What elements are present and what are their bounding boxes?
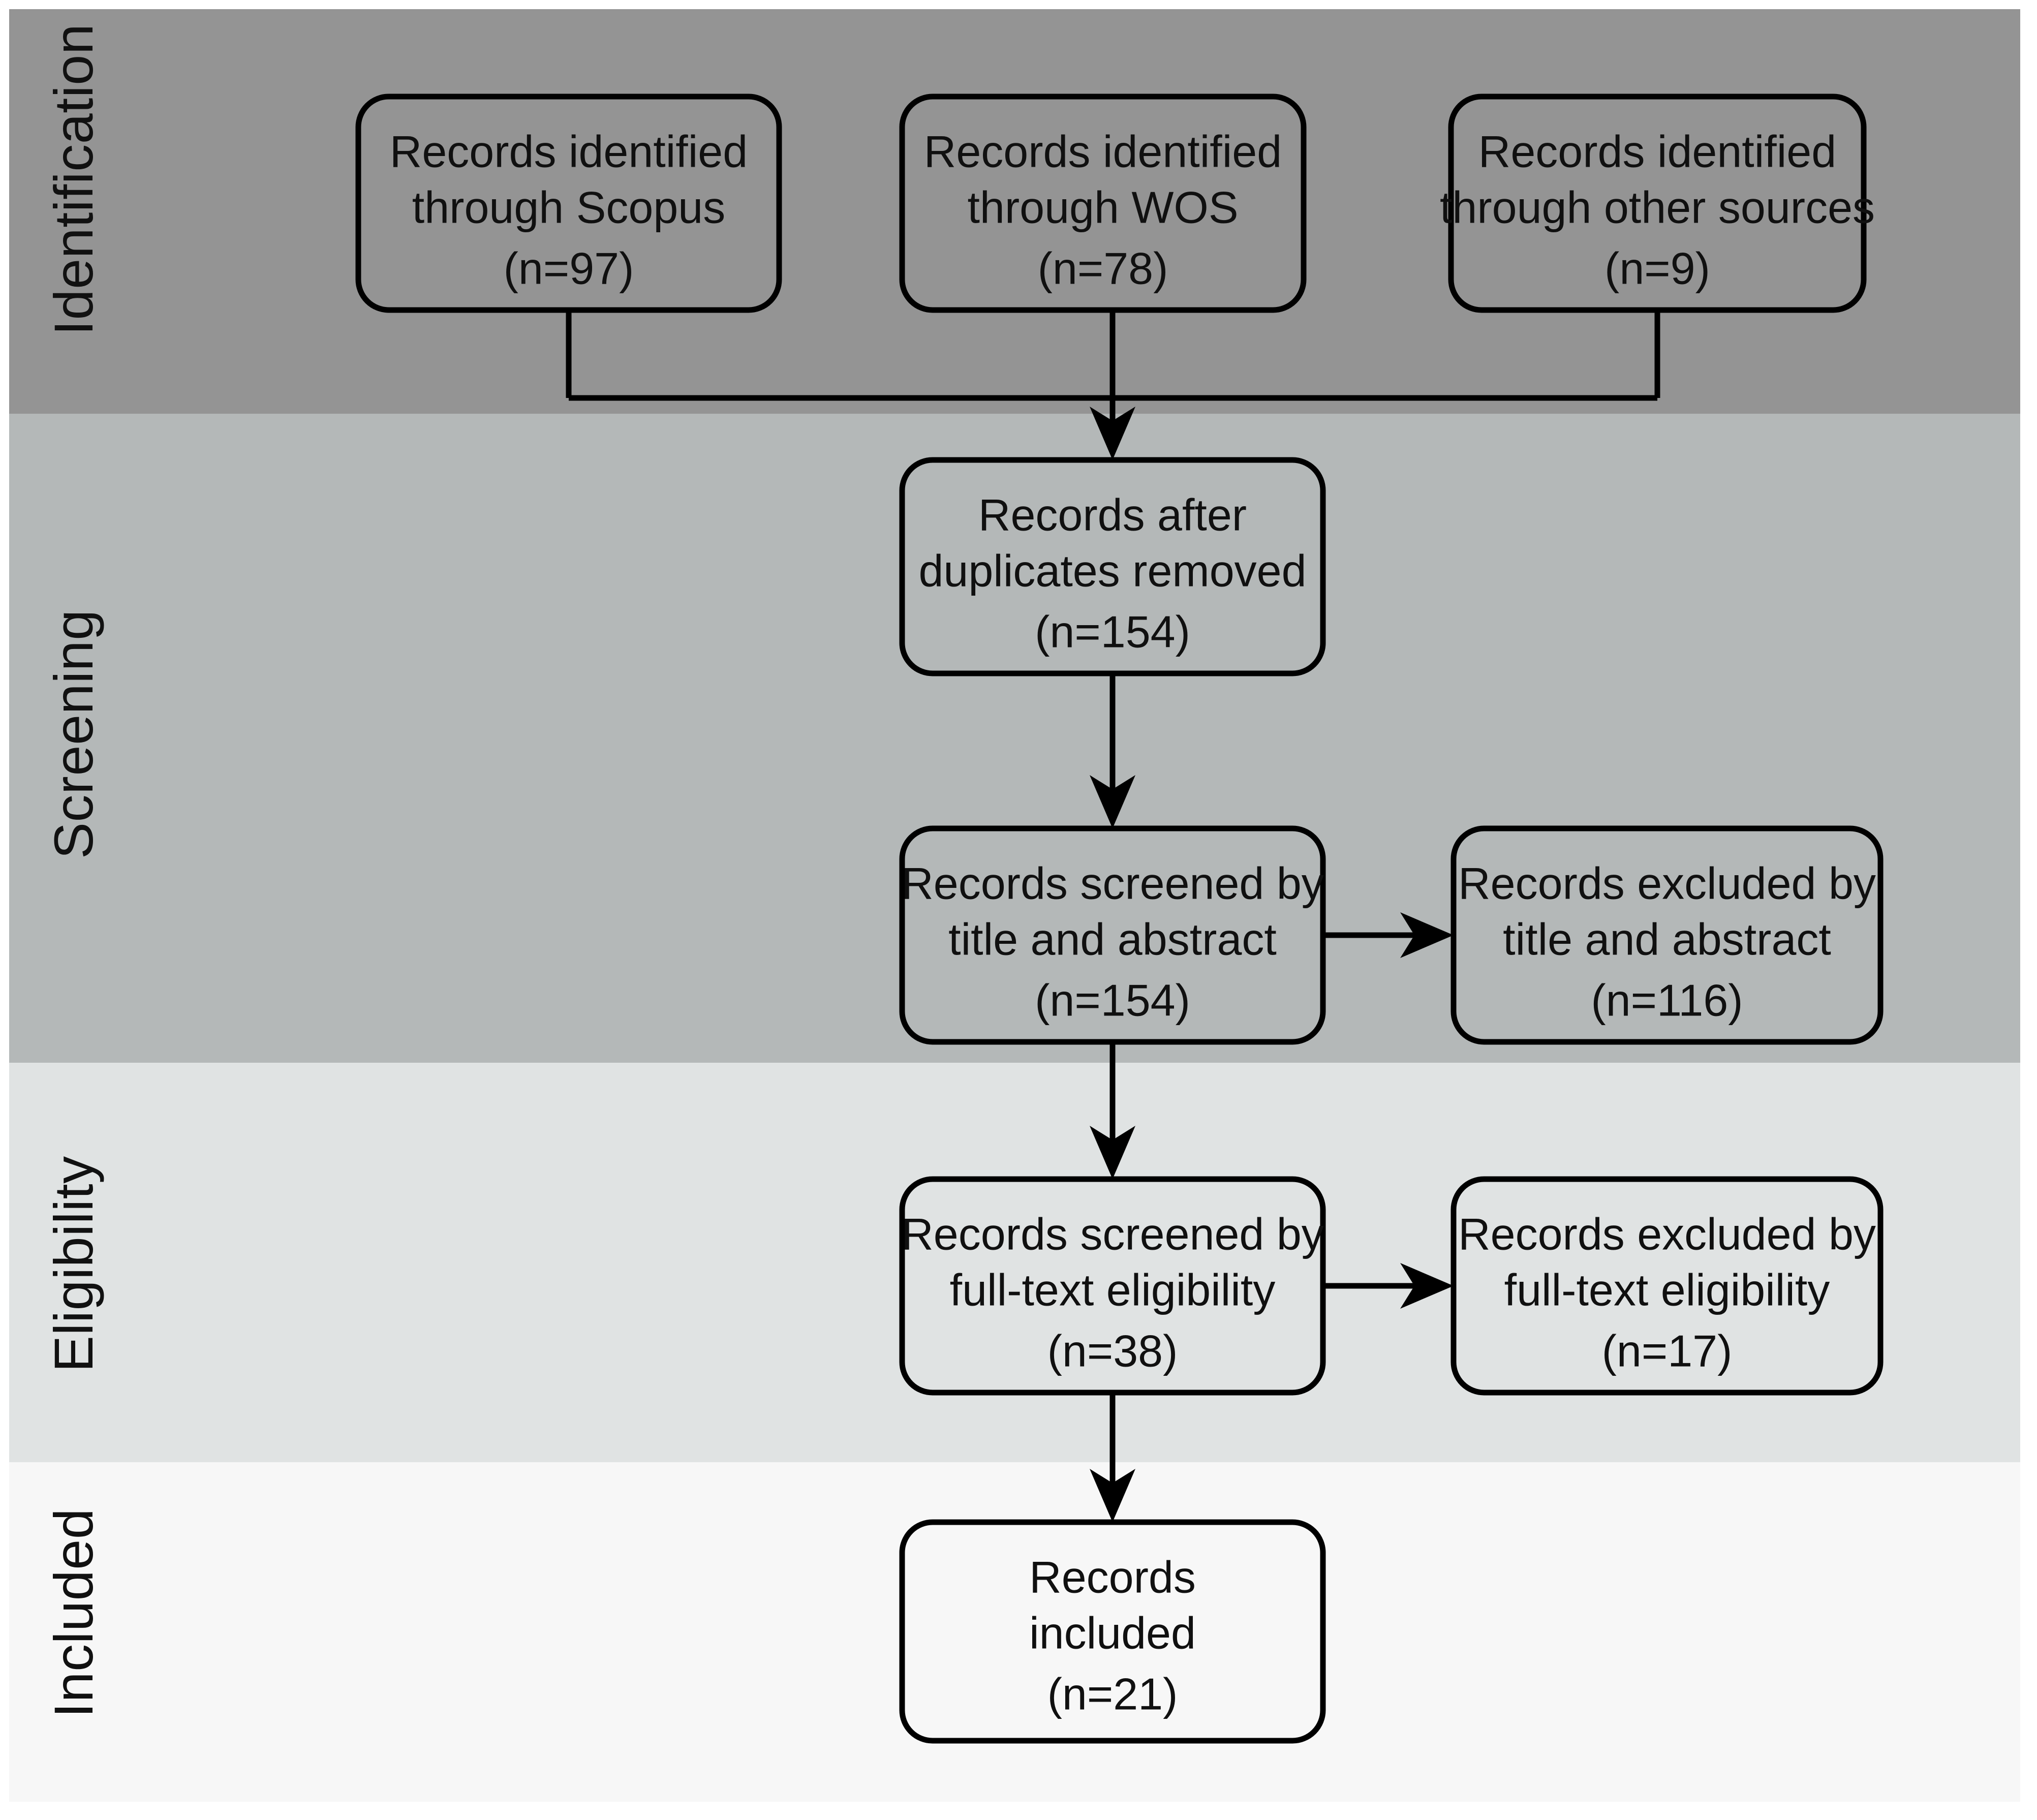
node-records-screened-full-text[interactable]: Records screened by full-text eligibilit…	[899, 1176, 1326, 1396]
node-line-1: Records identified	[924, 126, 1282, 176]
node-records-identified-wos[interactable]: Records identified through WOS (n=78)	[899, 94, 1307, 313]
node-line-1: Records excluded by	[1458, 858, 1876, 908]
node-records-screened-title-abstract[interactable]: Records screened by title and abstract (…	[899, 825, 1326, 1045]
node-count: (n=154)	[1035, 606, 1190, 657]
node-box[interactable]	[899, 1176, 1326, 1396]
node-records-identified-other-sources[interactable]: Records identified through other sources…	[1440, 94, 1875, 313]
node-records-identified-scopus[interactable]: Records identified through Scopus (n=97)	[355, 94, 782, 313]
node-count: (n=116)	[1591, 975, 1743, 1025]
node-count: (n=97)	[504, 243, 634, 293]
flow-nodes: Records identified through Scopus (n=97)…	[355, 94, 1884, 1744]
band-label-included: Included	[43, 1508, 104, 1718]
node-count: (n=17)	[1602, 1325, 1733, 1376]
node-box[interactable]	[899, 1519, 1326, 1744]
band-screening	[9, 414, 2020, 1063]
node-line-2: full-text eligibility	[950, 1264, 1276, 1315]
node-line-2: through WOS	[967, 182, 1238, 232]
node-line-2: through Scopus	[412, 182, 725, 232]
node-line-1: Records screened by	[901, 858, 1324, 908]
node-count: (n=154)	[1035, 975, 1190, 1025]
node-line-2: full-text eligibility	[1504, 1264, 1830, 1315]
band-eligibility	[9, 1063, 2020, 1462]
node-box[interactable]	[899, 94, 1307, 313]
arrowhead-duplicates-to-screened	[1090, 775, 1135, 828]
node-box[interactable]	[355, 94, 782, 313]
stage-bands	[9, 9, 2020, 1802]
node-records-after-duplicates-removed[interactable]: Records after duplicates removed (n=154)	[899, 457, 1326, 676]
node-box[interactable]	[1448, 94, 1867, 313]
node-line-1: Records identified	[390, 126, 748, 176]
node-records-excluded-full-text[interactable]: Records excluded by full-text eligibilit…	[1450, 1176, 1884, 1396]
band-included	[9, 1462, 2020, 1802]
node-count: (n=38)	[1047, 1325, 1178, 1376]
band-identification	[9, 9, 2020, 414]
band-label-screening: Screening	[43, 609, 104, 859]
node-box[interactable]	[1450, 1176, 1884, 1396]
arrowhead-screened-to-fulltext	[1090, 1126, 1135, 1179]
arrowhead-fulltext-to-excluded-ft	[1400, 1263, 1454, 1309]
node-count: (n=21)	[1047, 1669, 1178, 1719]
stage-band-labels: Identification Screening Eligibility Inc…	[43, 24, 104, 1718]
node-records-excluded-title-abstract[interactable]: Records excluded by title and abstract (…	[1450, 825, 1884, 1045]
band-label-eligibility: Eligibility	[43, 1156, 104, 1372]
node-line-1: Records excluded by	[1458, 1209, 1876, 1259]
node-line-1: Records	[1029, 1552, 1196, 1602]
node-line-1: Records after	[978, 489, 1247, 540]
node-line-1: Records screened by	[901, 1209, 1324, 1259]
band-label-identification: Identification	[43, 24, 104, 335]
node-line-2: through other sources	[1440, 182, 1875, 232]
node-box[interactable]	[899, 457, 1326, 676]
node-line-2: included	[1029, 1608, 1196, 1658]
connectors	[566, 310, 1660, 1522]
arrowhead-merge-to-duplicates	[1090, 407, 1135, 460]
node-line-2: title and abstract	[948, 914, 1277, 964]
node-line-2: title and abstract	[1503, 914, 1831, 964]
node-box[interactable]	[1450, 825, 1884, 1045]
node-line-2: duplicates removed	[918, 545, 1306, 596]
node-line-1: Records identified	[1478, 126, 1836, 176]
node-count: (n=9)	[1604, 243, 1710, 293]
arrowhead-screened-to-excluded-ta	[1400, 912, 1454, 958]
arrowhead-fulltext-to-included	[1090, 1469, 1135, 1522]
node-records-included[interactable]: Records included (n=21)	[899, 1519, 1326, 1744]
node-box[interactable]	[899, 825, 1326, 1045]
node-count: (n=78)	[1038, 243, 1168, 293]
